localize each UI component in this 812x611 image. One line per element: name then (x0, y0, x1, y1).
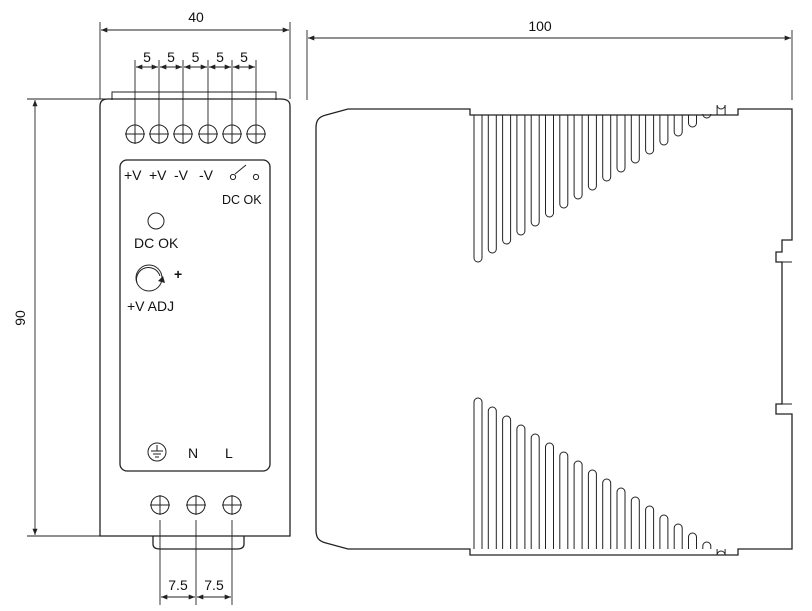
vent-slot (602, 478, 612, 549)
led-indicator-icon (147, 212, 165, 230)
vent-slot (545, 442, 554, 549)
vent-slot (473, 115, 483, 263)
vent-slot (659, 115, 669, 146)
dim-pitch-top-4: 5 (216, 49, 224, 65)
vent-slot (587, 469, 597, 549)
vent-slot (645, 505, 655, 549)
front-view: +V +V -V -V DC OK DC OK + +V ADJ (99, 91, 291, 550)
output-label-1: +V (124, 167, 142, 183)
input-label-l: L (225, 445, 233, 461)
dim-pitch-top-5: 5 (240, 49, 248, 65)
dim-pitch-top-2: 5 (167, 49, 175, 65)
vent-slot (516, 115, 526, 236)
front-housing-outline (99, 98, 291, 537)
bottom-screw-terminals (150, 495, 242, 515)
dc-ok-led-label: DC OK (134, 235, 179, 251)
vent-slot (502, 415, 512, 549)
vent-slot (545, 115, 554, 218)
screw-terminal-icon (173, 124, 193, 144)
screw-terminal-icon (222, 495, 242, 515)
vent-slot (487, 115, 497, 254)
relay-contact-icon (229, 164, 260, 181)
vent-slot (659, 514, 669, 549)
vent-slot (702, 541, 712, 549)
top-screw-terminals (125, 124, 266, 144)
adjust-label: +V ADJ (127, 298, 174, 314)
bottom-vent-slots (473, 397, 726, 556)
vent-slot (716, 104, 726, 115)
vent-slot (673, 523, 683, 549)
din-latch-detail (782, 261, 792, 405)
ground-symbol-icon (147, 442, 167, 462)
vent-slot (573, 460, 583, 549)
output-label-3: -V (174, 167, 189, 183)
vent-slot (630, 115, 640, 164)
vent-slot (688, 115, 697, 128)
top-vent-slots (473, 104, 726, 263)
top-terminal-block-edge (111, 91, 277, 100)
screw-terminal-icon (125, 124, 145, 144)
vent-slot (688, 532, 697, 549)
vent-slot (502, 115, 512, 245)
vent-slot (587, 115, 597, 191)
side-housing-outline (315, 108, 793, 556)
vent-slot (530, 115, 540, 227)
vent-slot (516, 424, 526, 549)
vent-slot (645, 115, 655, 155)
potentiometer-icon (135, 264, 165, 292)
vent-slot (616, 115, 626, 173)
dc-ok-relay-label: DC OK (222, 193, 262, 207)
vent-slot (630, 496, 640, 549)
vent-slot (702, 113, 712, 119)
vent-slot (673, 115, 683, 137)
output-label-4: -V (199, 167, 214, 183)
output-label-2: +V (149, 167, 167, 183)
front-label-panel (119, 159, 271, 472)
vent-slot (559, 451, 569, 549)
screw-terminal-icon (186, 495, 206, 515)
dim-pitch-bottom-2: 7.5 (204, 577, 224, 593)
input-label-n: N (188, 445, 198, 461)
screw-terminal-icon (150, 495, 170, 515)
adjust-plus-sign: + (174, 266, 182, 282)
dim-pitch-bottom-1: 7.5 (168, 577, 188, 593)
screw-terminal-icon (198, 124, 218, 144)
vent-slot (559, 115, 569, 209)
dim-depth-100: 100 (528, 18, 552, 34)
screw-terminal-icon (149, 124, 169, 144)
dim-pitch-top-3: 5 (192, 49, 200, 65)
vent-slot (473, 397, 483, 549)
dim-height-90: 90 (12, 310, 28, 326)
side-dimensions: 100 (306, 18, 793, 100)
din-clip-tab (152, 536, 245, 550)
vent-slot (487, 406, 497, 549)
dim-width-40: 40 (188, 9, 204, 25)
dim-pitch-top-1: 5 (143, 49, 151, 65)
screw-terminal-icon (222, 124, 242, 144)
vent-slot (573, 115, 583, 200)
vent-slot (602, 115, 612, 182)
screw-terminal-icon (246, 124, 266, 144)
side-view (315, 104, 793, 556)
vent-slot (716, 549, 726, 556)
vent-slot (616, 487, 626, 549)
vent-slot (530, 433, 540, 549)
